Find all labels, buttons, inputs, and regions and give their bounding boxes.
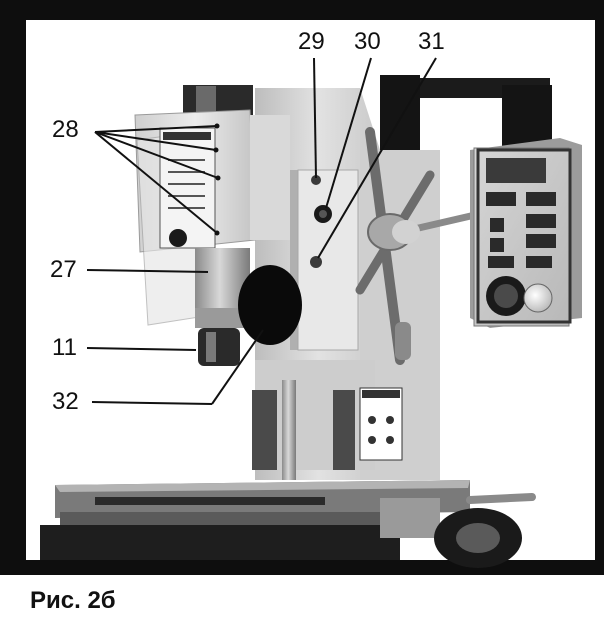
safety-sticker: [359, 387, 403, 461]
panel-button[interactable]: [526, 214, 556, 228]
callout-29: 29: [298, 28, 325, 55]
leader-arrowheads: [213, 123, 221, 236]
panel-button[interactable]: [526, 234, 556, 248]
collet-nut: [198, 328, 240, 366]
carriage-plate: [297, 169, 359, 351]
callout-32: 32: [52, 388, 79, 415]
milling-machine-photo: [0, 0, 604, 575]
callout-27: 27: [50, 256, 77, 283]
callout-11: 11: [52, 334, 77, 361]
head-knob-icon: [169, 229, 187, 247]
slide-guide-right: [333, 390, 355, 470]
screw-31-icon: [310, 256, 322, 268]
callout-31: 31: [418, 28, 445, 55]
figure-caption: Рис. 2б: [30, 587, 116, 614]
panel-button[interactable]: [486, 192, 516, 206]
callout-30: 30: [354, 28, 381, 55]
leader-lines: [86, 57, 437, 405]
slide-guide-left: [252, 390, 277, 470]
screw-29-icon: [311, 175, 321, 185]
panel-button[interactable]: [488, 256, 514, 268]
callout-28: 28: [52, 116, 79, 143]
panel-button[interactable]: [526, 192, 556, 206]
panel-button[interactable]: [526, 256, 552, 268]
speed-knob-icon[interactable]: [523, 283, 553, 313]
lead-screw: [282, 380, 296, 480]
cover-32: [238, 265, 302, 345]
panel-button[interactable]: [490, 238, 504, 252]
panel-display: [486, 158, 546, 183]
panel-button[interactable]: [490, 218, 504, 232]
